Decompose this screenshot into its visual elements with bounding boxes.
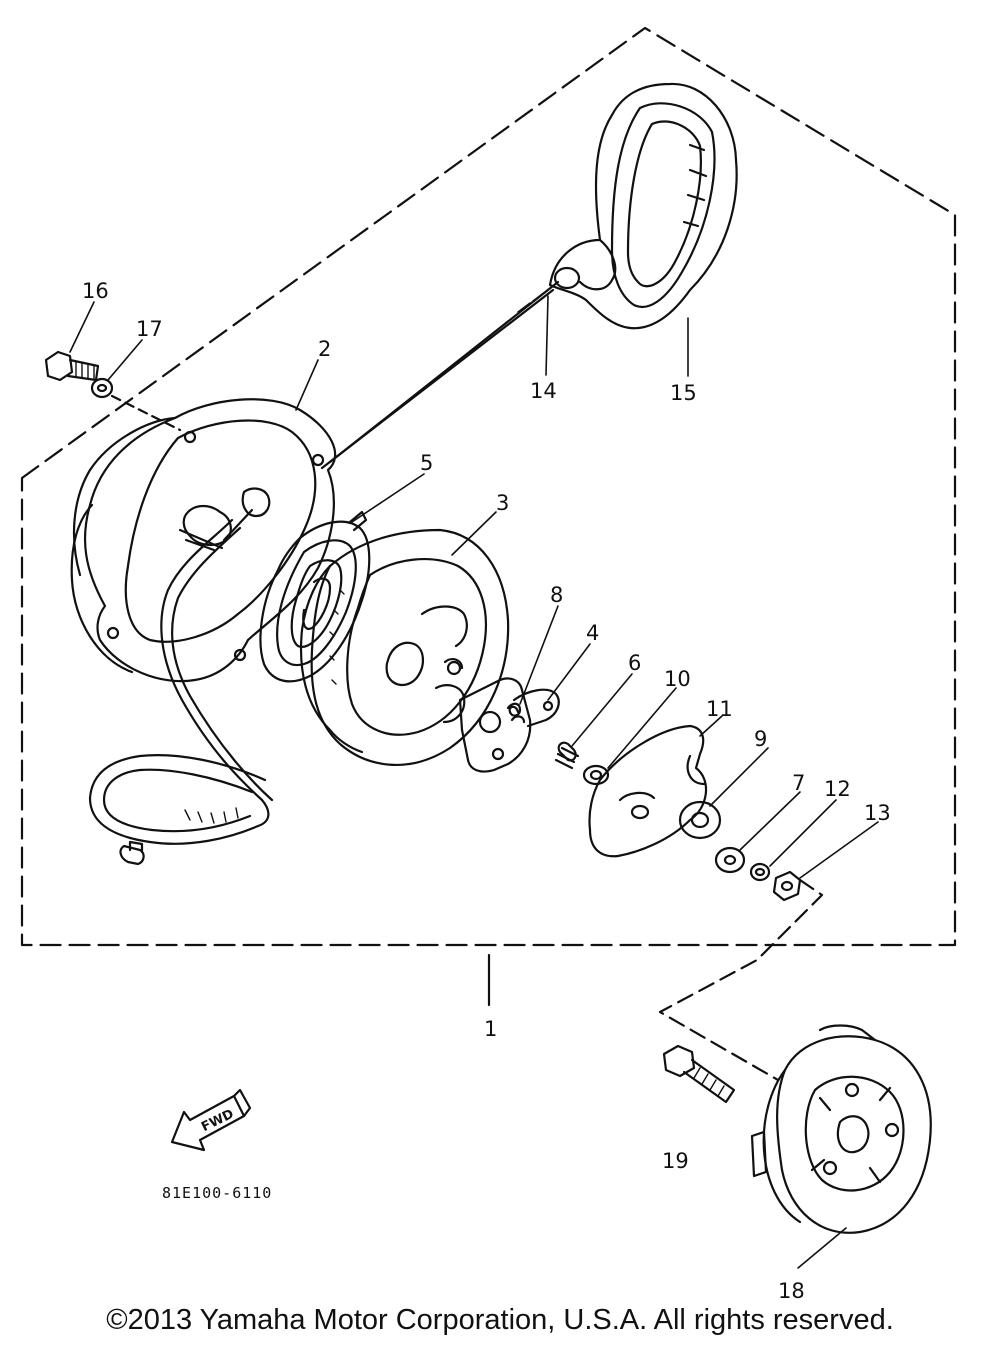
- callout-10: 10: [664, 667, 691, 691]
- callout-19: 19: [662, 1149, 689, 1173]
- callout-14: 14: [530, 379, 557, 403]
- starter-pulley: [750, 1024, 932, 1234]
- washer-10: [582, 764, 610, 786]
- link-line-13-18: [658, 878, 824, 1082]
- copyright-notice: ©2013 Yamaha Motor Corporation, U.S.A. A…: [106, 1304, 894, 1336]
- drawing-code: 81E100-6110: [162, 1184, 272, 1202]
- callout-15: 15: [670, 381, 697, 405]
- wire-lead: [88, 518, 274, 866]
- starter-handle: [548, 82, 738, 330]
- callout-9: 9: [754, 727, 767, 751]
- washer-7: [714, 846, 746, 874]
- callout-1: 1: [484, 1017, 497, 1041]
- callout-5: 5: [420, 451, 433, 475]
- callout-6: 6: [628, 651, 641, 675]
- starter-case: [70, 398, 337, 683]
- callout-18: 18: [778, 1279, 805, 1303]
- assembly-boundary: [20, 26, 957, 947]
- link-line-17-2: [110, 394, 182, 432]
- drive-plate: [588, 724, 708, 858]
- callout-16: 16: [82, 279, 109, 303]
- callout-11: 11: [706, 697, 733, 721]
- callout-3: 3: [496, 491, 509, 515]
- starter-rope: [320, 280, 560, 470]
- callout-7: 7: [792, 771, 805, 795]
- callout-17: 17: [136, 317, 163, 341]
- pawl-spring: [506, 702, 526, 724]
- spring-washer: [749, 862, 771, 882]
- fwd-arrow-icon: [170, 1088, 252, 1152]
- callout-12: 12: [824, 777, 851, 801]
- callout-8: 8: [550, 583, 563, 607]
- compression-spring: [554, 741, 580, 770]
- bolt-16: [44, 350, 100, 382]
- recoil-spring: [259, 510, 371, 683]
- sheave-drum: [299, 528, 510, 766]
- callout-2: 2: [318, 337, 331, 361]
- leader-lines: [69, 295, 879, 1269]
- nut: [772, 870, 802, 902]
- washer-9: [678, 800, 722, 840]
- callout-4: 4: [586, 621, 599, 645]
- drive-pawl: [458, 677, 560, 773]
- washer-17: [90, 377, 114, 399]
- callout-13: 13: [864, 801, 891, 825]
- bolt-19: [662, 1044, 736, 1104]
